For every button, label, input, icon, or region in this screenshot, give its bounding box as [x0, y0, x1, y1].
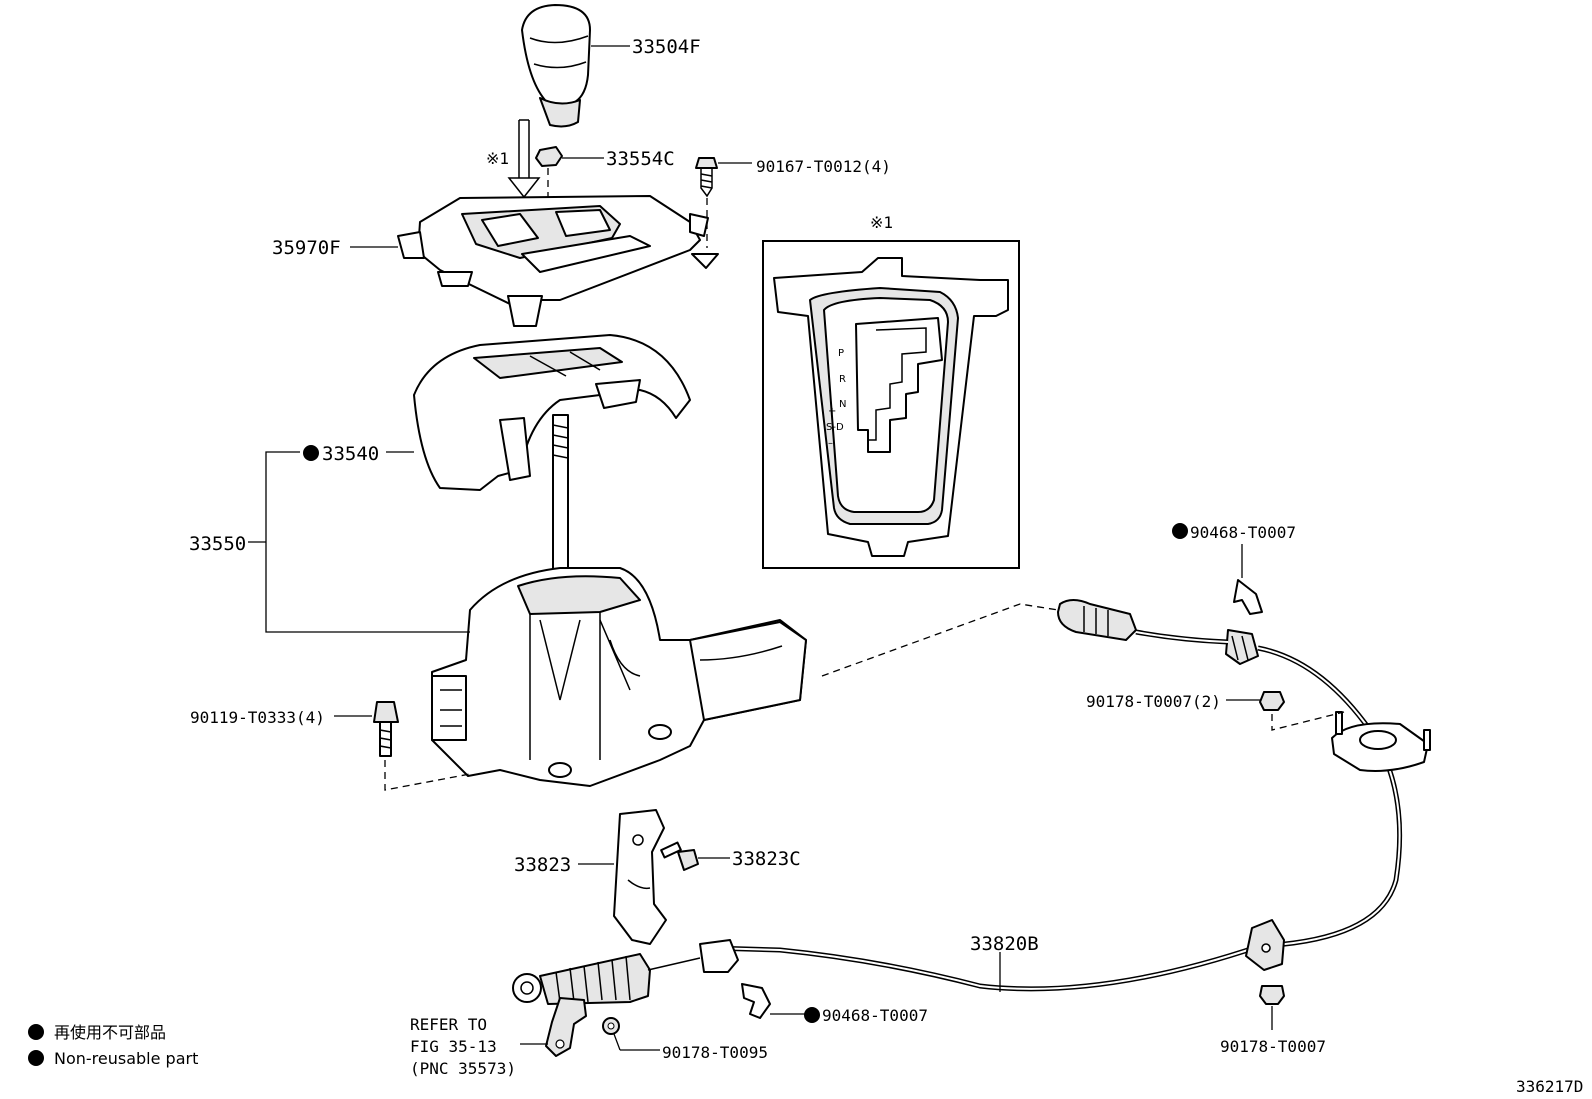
label-90167: 90167-T0012(4): [756, 157, 891, 176]
label-90178-upper: 90178-T0007(2): [1086, 692, 1221, 711]
label-90178-right: 90178-T0007: [1220, 1037, 1326, 1056]
label-33820B: 33820B: [970, 933, 1039, 955]
label-90468-upper: 90468-T0007: [1190, 523, 1296, 542]
assembly-bracket: [248, 451, 470, 633]
svg-text:R: R: [839, 374, 846, 385]
cable-clamp-right[interactable]: [1245, 919, 1285, 971]
svg-text:REFER TO: REFER TO: [410, 1015, 487, 1034]
bracket-refer-fig[interactable]: [545, 997, 587, 1057]
legend: 再使用不可部品 Non-reusable part: [28, 1023, 198, 1068]
figure-id: 336217D: [1516, 1077, 1583, 1096]
arrow-marker: ※1: [486, 149, 509, 168]
inset-marker: ※1: [870, 213, 893, 232]
legend-jp: 再使用不可部品: [54, 1023, 166, 1042]
bolt-33823c[interactable]: [660, 841, 699, 871]
gate-letters: P R N + S-D –: [826, 348, 846, 449]
svg-text:FIG 35-13: FIG 35-13: [410, 1037, 497, 1056]
label-33504F: 33504F: [632, 36, 701, 58]
non-reusable-dot: [1172, 523, 1188, 539]
screw-90167[interactable]: [695, 157, 718, 198]
clip-90468-lower[interactable]: [741, 983, 771, 1019]
shift-rod: [552, 414, 569, 591]
svg-text:–: –: [828, 438, 833, 449]
svg-text:(PNC 35573): (PNC 35573): [410, 1059, 516, 1078]
label-90178-t0095: 90178-T0095: [662, 1043, 768, 1062]
shift-cover[interactable]: [413, 334, 691, 491]
label-33823: 33823: [514, 854, 571, 876]
non-reusable-dot: [804, 1007, 820, 1023]
label-90468-lower: 90468-T0007: [822, 1006, 928, 1025]
label-33554C: 33554C: [606, 148, 675, 170]
cable-upper-end[interactable]: [1057, 599, 1259, 665]
refer-note: REFER TO FIG 35-13 (PNC 35573): [410, 1015, 516, 1078]
inset-detail: [762, 240, 1020, 569]
clip-33554c[interactable]: [535, 146, 563, 167]
shift-knob[interactable]: [521, 4, 591, 128]
legend-dot-jp: [28, 1024, 44, 1040]
svg-text:S-D: S-D: [826, 422, 844, 433]
label-35970F: 35970F: [272, 237, 341, 259]
bolt-90119[interactable]: [373, 701, 399, 757]
cable-lower-end[interactable]: [512, 939, 739, 1005]
legend-en: Non-reusable part: [54, 1049, 198, 1068]
cable-grommet-plate[interactable]: [1331, 711, 1431, 772]
svg-text:N: N: [839, 399, 846, 410]
svg-text:P: P: [838, 348, 844, 359]
nut-90178-upper[interactable]: [1259, 691, 1285, 711]
svg-text:+: +: [828, 406, 836, 417]
clip-90468-upper[interactable]: [1233, 579, 1263, 615]
label-33550: 33550: [189, 533, 246, 555]
nut-90178-t0095[interactable]: [602, 1017, 620, 1035]
label-90119: 90119-T0333(4): [190, 708, 325, 727]
legend-dot-en: [28, 1050, 44, 1066]
shift-bezel[interactable]: [397, 195, 719, 327]
install-arrow: [507, 119, 541, 199]
cable-bracket[interactable]: [613, 809, 667, 945]
label-33540: 33540: [322, 443, 379, 465]
label-33823C: 33823C: [732, 848, 801, 870]
non-reusable-dot: [303, 445, 319, 461]
shift-lever-base[interactable]: [431, 567, 807, 787]
nut-90178-right[interactable]: [1259, 985, 1285, 1005]
